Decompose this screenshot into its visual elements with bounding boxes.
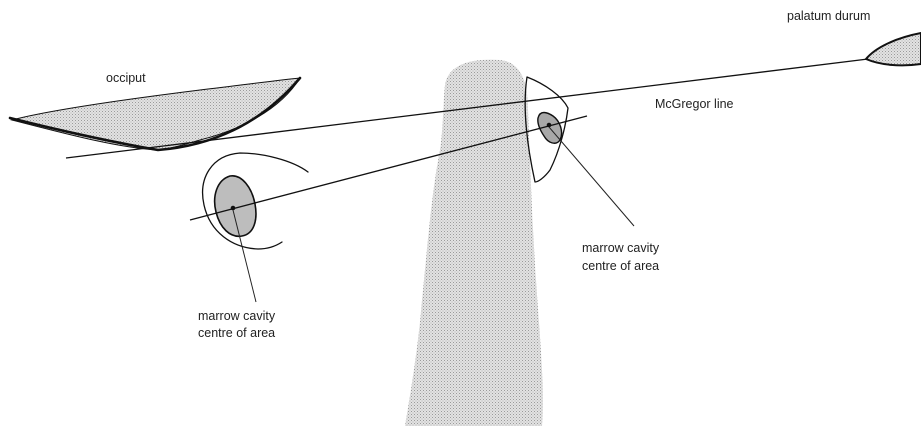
occiput-shape (12, 78, 300, 150)
palatum-durum-label: palatum durum (787, 9, 870, 23)
left-marrow-label-line-2: centre of area (198, 326, 275, 340)
mcgregor-line-label: McGregor line (655, 97, 734, 111)
right-marrow-label-line-2: centre of area (582, 259, 659, 273)
left-marrow-cavity (215, 176, 256, 236)
palatum-durum-shape (866, 33, 921, 65)
right-marrow-label-line-1: marrow cavity (582, 241, 660, 255)
right-leader-line (549, 127, 634, 226)
dens-shape (405, 60, 543, 426)
occiput-label: occiput (106, 71, 146, 85)
left-marrow-label-line-1: marrow cavity (198, 309, 276, 323)
